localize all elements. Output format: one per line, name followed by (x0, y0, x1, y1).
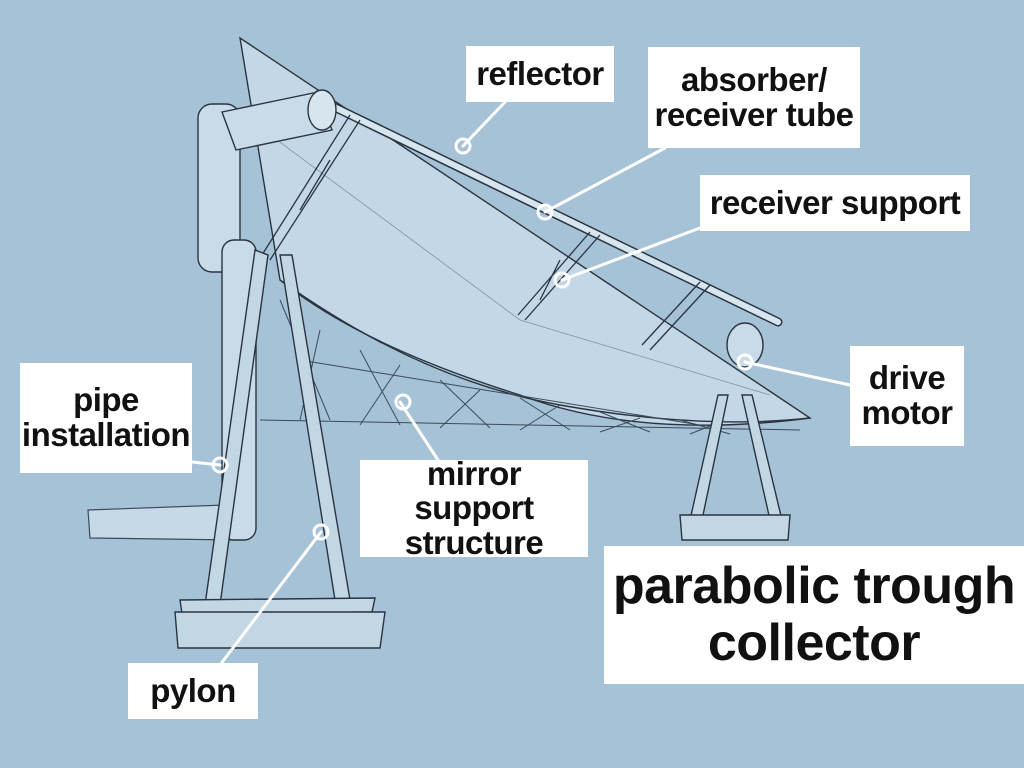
leader-lines (190, 100, 852, 667)
vertical-pipe-upper (197, 103, 241, 273)
reflector-shading (249, 119, 771, 396)
diagram-title: parabolic trough collector (604, 546, 1024, 684)
mirror-support-marker (394, 393, 412, 411)
label-absorber-line1: absorber/ (681, 60, 827, 98)
reflector-marker (454, 137, 472, 155)
left-pylon (174, 249, 386, 649)
right-pylon (679, 394, 791, 541)
label-mirror-support-structure: mirror support structure (360, 454, 588, 559)
label-pylon: pylon (128, 663, 258, 719)
ground-pipe (87, 504, 236, 541)
pipe-end-cap (307, 89, 337, 131)
label-pylon-text: pylon (150, 671, 236, 709)
label-receiver-support: receiver support (700, 175, 970, 231)
label-receiver-support-text: receiver support (709, 183, 961, 221)
label-drive-motor-line1: drive (868, 359, 946, 397)
label-absorber-receiver-tube: absorber/ receiver tube (648, 47, 860, 148)
label-mirror-support-line1: mirror support (414, 454, 534, 527)
diagram-title-line1: parabolic trough (612, 556, 1016, 615)
diagram-title-line2: collector (707, 614, 921, 672)
label-drive-motor-line2: motor (861, 394, 954, 431)
receiver-support-marker (553, 271, 571, 289)
label-mirror-support-line2: structure (404, 523, 544, 561)
pipe-elbow (221, 91, 333, 151)
receiver-tube (327, 102, 781, 325)
label-reflector-text: reflector (476, 54, 604, 92)
absorber-marker (536, 203, 554, 221)
label-absorber-line2: receiver tube (654, 95, 854, 133)
label-pipe-installation-line1: pipe (73, 381, 139, 419)
receiver-support-arms (261, 114, 711, 351)
label-reflector: reflector (466, 46, 614, 102)
drive-motor-marker (736, 353, 754, 371)
pylon-marker (312, 523, 330, 541)
label-pipe-installation-line2: installation (21, 416, 191, 453)
drive-motor-body (726, 322, 764, 368)
pipe-installation-marker (211, 456, 229, 474)
leader-dots (211, 137, 754, 541)
label-pipe-installation: pipe installation (20, 363, 192, 473)
label-drive-motor: drive motor (850, 346, 964, 446)
